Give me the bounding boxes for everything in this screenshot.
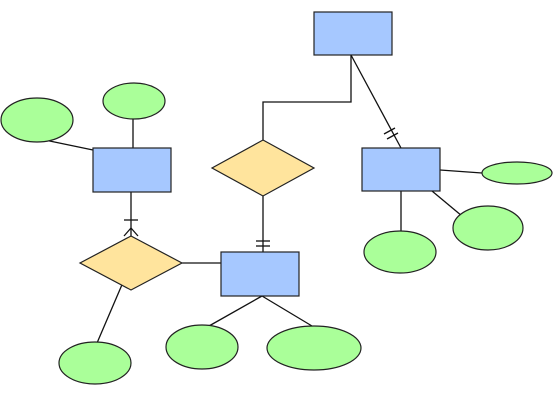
one-and-only-one-marker-entity-right — [383, 127, 399, 140]
connector-top-to-entity-right — [350, 54, 402, 149]
cardinality-markers — [123, 127, 399, 247]
connector-relationship-left-to-attr-6 — [96, 279, 125, 344]
relationship-left[interactable] — [78, 235, 184, 291]
entity-left[interactable] — [92, 147, 172, 193]
attr-8[interactable] — [266, 325, 362, 371]
one-or-many-marker-entity-left — [123, 219, 139, 237]
connectors — [39, 54, 483, 344]
attr-1[interactable] — [0, 97, 74, 143]
connector-entity-right-to-attr-4 — [431, 190, 463, 217]
entity-bottom[interactable] — [220, 251, 300, 297]
entity-top[interactable] — [313, 11, 393, 56]
attr-6[interactable] — [58, 341, 132, 385]
attr-5[interactable] — [363, 230, 437, 274]
attr-2[interactable] — [102, 82, 166, 120]
connector-entity-bottom-to-attr-7 — [208, 295, 263, 327]
relationship-center[interactable] — [210, 139, 316, 197]
entity-right[interactable] — [361, 147, 441, 192]
attr-4[interactable] — [452, 205, 524, 251]
one-and-only-one-marker-entity-bottom — [256, 240, 270, 247]
attr-3[interactable] — [481, 161, 553, 185]
connector-entity-bottom-to-attr-8 — [261, 295, 313, 327]
connector-entity-right-to-attr-3 — [439, 169, 483, 174]
attr-7[interactable] — [165, 324, 239, 370]
connector-top-to-relationship-center — [262, 55, 352, 140]
